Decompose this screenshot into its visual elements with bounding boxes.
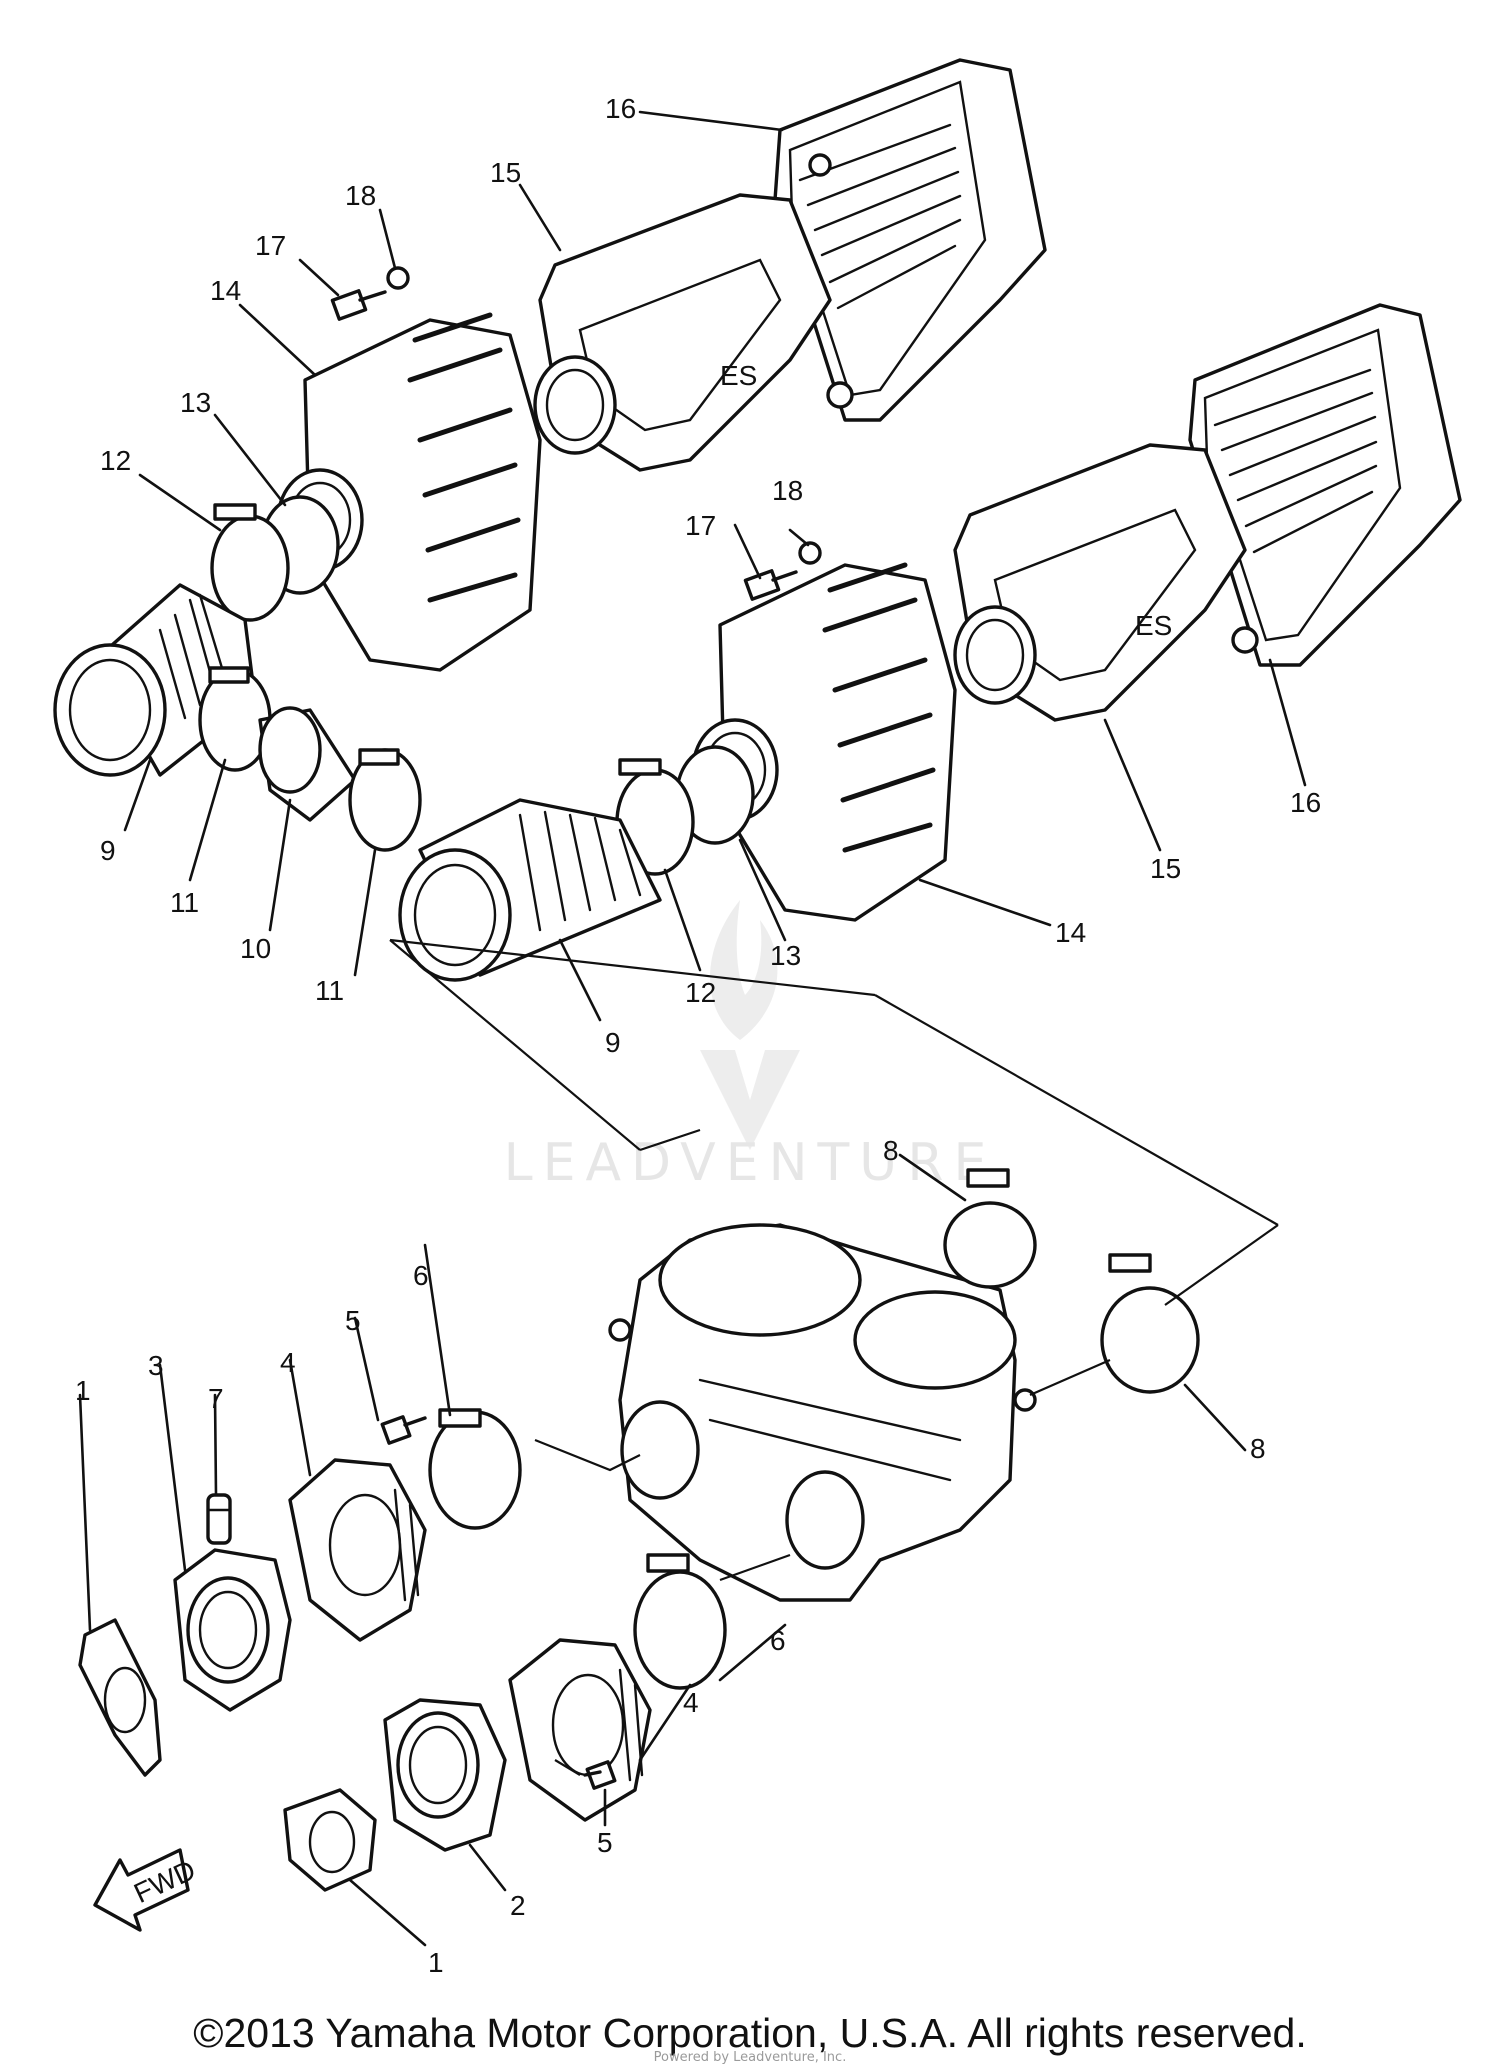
copyright-notice: ©2013 Yamaha Motor Corporation, U.S.A. A… bbox=[193, 2010, 1307, 2056]
callout-7: 7 bbox=[208, 1383, 224, 1414]
callout-6-lower: 6 bbox=[770, 1625, 786, 1656]
callout-4-lower: 4 bbox=[683, 1687, 699, 1718]
hose-band-6-lower bbox=[633, 1553, 727, 1690]
bolt-17-rear bbox=[330, 289, 387, 321]
washer-18-front bbox=[798, 541, 822, 565]
callout-8-top: 8 bbox=[883, 1135, 899, 1166]
air-box-case-15-rear: ES bbox=[533, 193, 832, 472]
clamp-12-rear bbox=[210, 503, 290, 622]
callout-12-front: 12 bbox=[685, 977, 716, 1008]
callout-16-rear: 16 bbox=[605, 93, 636, 124]
watermark-flame-icon bbox=[710, 900, 778, 1040]
callout-5-upper: 5 bbox=[345, 1305, 361, 1336]
callout-9-front: 9 bbox=[605, 1027, 621, 1058]
callout-16-front: 16 bbox=[1290, 787, 1321, 818]
air-box-cover-16-front bbox=[1188, 303, 1462, 667]
callout-9-rear: 9 bbox=[100, 835, 116, 866]
air-cleaner-box-14-front bbox=[691, 562, 957, 922]
hose-band-8-top bbox=[943, 1168, 1037, 1289]
case-stamp: ES bbox=[720, 360, 757, 391]
callout-15-front: 15 bbox=[1150, 853, 1181, 884]
air-duct-9-front bbox=[398, 798, 662, 982]
callout-2: 2 bbox=[510, 1890, 526, 1921]
powered-by-credit: Powered by Leadventure, Inc. bbox=[653, 2050, 847, 2065]
intake-manifold-2 bbox=[383, 1698, 507, 1852]
hose-band-6-upper bbox=[428, 1408, 522, 1530]
joint-10 bbox=[258, 706, 357, 822]
callout-15-rear: 15 bbox=[490, 157, 521, 188]
callout-18-rear: 18 bbox=[345, 180, 376, 211]
watermark-v-icon bbox=[700, 1050, 800, 1150]
air-cleaner-box-14-rear bbox=[276, 312, 542, 672]
screw-5-upper bbox=[380, 1415, 427, 1445]
callout-1-right: 1 bbox=[428, 1947, 444, 1978]
carburetor-joint-4-lower bbox=[508, 1638, 652, 1822]
hose-band-8-right bbox=[1100, 1253, 1200, 1394]
case-stamp: ES bbox=[1135, 610, 1172, 641]
callout-17-front: 17 bbox=[685, 510, 716, 541]
intake-manifold-3 bbox=[173, 1548, 292, 1712]
callout-3: 3 bbox=[148, 1350, 164, 1381]
gasket-1-right bbox=[283, 1788, 377, 1892]
callout-18-front: 18 bbox=[772, 475, 803, 506]
carburetor-assembly bbox=[608, 1223, 1037, 1602]
callout-6-upper: 6 bbox=[413, 1260, 429, 1291]
washer-18-rear bbox=[386, 266, 410, 290]
carburetor-joint-4-upper bbox=[288, 1458, 427, 1642]
callout-12-rear: 12 bbox=[100, 445, 131, 476]
watermark: LEADVENTURE bbox=[504, 900, 997, 1193]
clamp-11-left bbox=[198, 666, 272, 772]
callout-1-left: 1 bbox=[75, 1375, 91, 1406]
callout-14-rear: 14 bbox=[210, 275, 241, 306]
callout-13-rear: 13 bbox=[180, 387, 211, 418]
assembly-guide-lines bbox=[389, 938, 1279, 1776]
callout-13-front: 13 bbox=[770, 940, 801, 971]
air-box-cover-16-rear bbox=[773, 58, 1047, 422]
forward-arrow-icon: FWD bbox=[93, 1848, 200, 1932]
leader-lines bbox=[78, 110, 1307, 1947]
screw-5-lower bbox=[583, 1760, 617, 1790]
air-box-case-15-front: ES bbox=[953, 443, 1247, 722]
callout-5-lower: 5 bbox=[597, 1827, 613, 1858]
gasket-1-left bbox=[78, 1618, 162, 1777]
callout-10: 10 bbox=[240, 933, 271, 964]
callout-8-right: 8 bbox=[1250, 1433, 1266, 1464]
watermark-text: LEADVENTURE bbox=[504, 1133, 997, 1193]
clamp-11-right bbox=[348, 748, 422, 852]
cap-7 bbox=[206, 1493, 232, 1545]
callout-numbers: 16 15 18 17 14 13 12 9 11 10 11 9 12 13 … bbox=[75, 93, 1321, 1978]
callout-11-left: 11 bbox=[170, 887, 199, 918]
callout-11-right: 11 bbox=[315, 975, 344, 1006]
callout-4-upper: 4 bbox=[280, 1347, 296, 1378]
callout-17-rear: 17 bbox=[255, 230, 286, 261]
callout-14-front: 14 bbox=[1055, 917, 1086, 948]
